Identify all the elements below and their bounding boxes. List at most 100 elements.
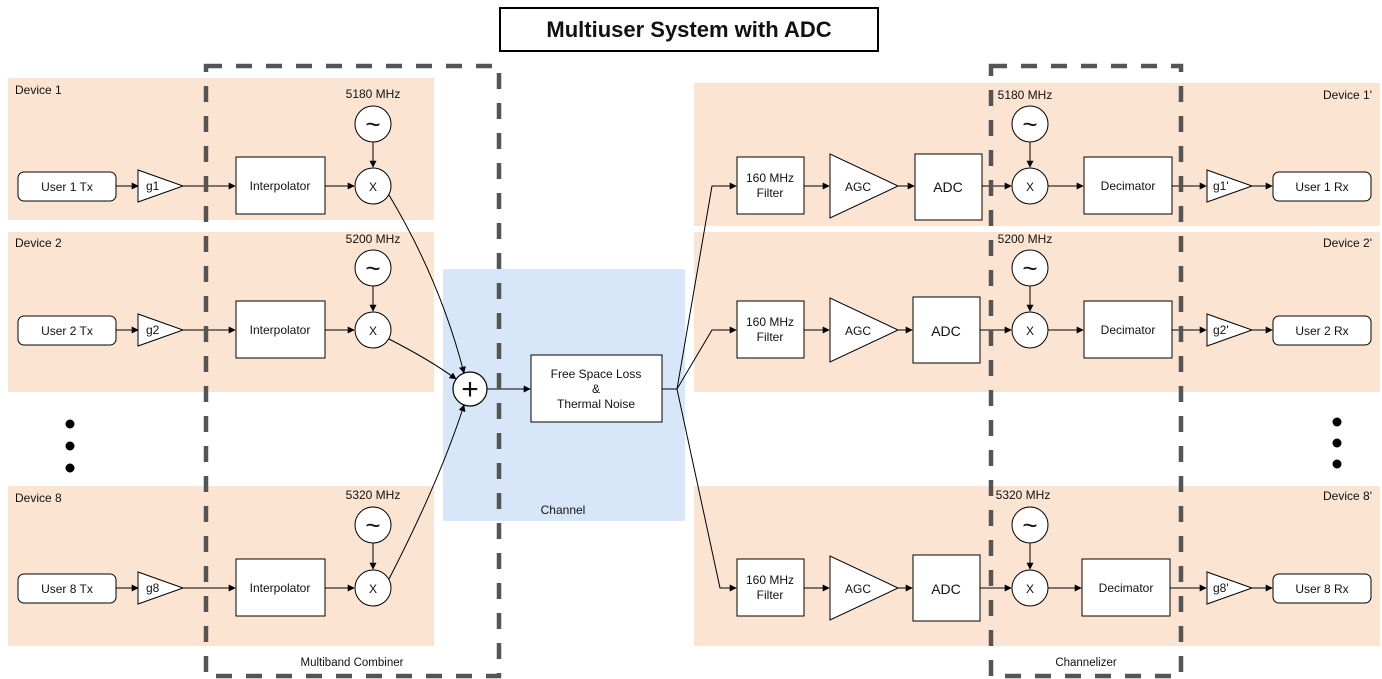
filter-label-line1: 160 MHz	[746, 171, 794, 185]
interpolator-block	[235, 156, 326, 215]
channel-block-line3: Thermal Noise	[557, 397, 635, 411]
oscillator-icon: ~	[1022, 510, 1037, 540]
decimator-label: Decimator	[1101, 323, 1156, 337]
frequency-label: 5320 MHz	[996, 488, 1051, 502]
adc-label: ADC	[931, 581, 961, 597]
rx-ellipsis	[1332, 417, 1342, 469]
gain-block	[137, 571, 185, 605]
interpolator-label: Interpolator	[250, 581, 311, 595]
agc-block	[829, 297, 900, 363]
rx-device-label: Device 1'	[1323, 88, 1372, 102]
channel-label: Channel	[541, 503, 586, 517]
channelizer-box	[988, 63, 1184, 679]
agc-block	[829, 153, 900, 219]
user-rx-block	[1272, 573, 1372, 604]
rx-device-label: Device 2'	[1323, 236, 1372, 250]
decimator-label: Decimator	[1101, 179, 1156, 193]
interpolator-label: Interpolator	[250, 323, 311, 337]
frequency-label: 5180 MHz	[998, 88, 1053, 102]
interpolator-label: Interpolator	[250, 179, 311, 193]
agc-label: AGC	[845, 582, 871, 596]
multiband-combiner-box	[203, 63, 502, 679]
agc-label: AGC	[845, 180, 871, 194]
gain-block	[137, 313, 185, 347]
gain-block	[137, 169, 185, 203]
frequency-label: 5200 MHz	[346, 232, 401, 246]
tx-device-label: Device 2	[15, 236, 62, 250]
filter-block	[736, 156, 805, 215]
gain-label: g1'	[1213, 179, 1229, 193]
tx-chain-8: User 8 Tx g8 Interpolator X 5320 MHz ~	[17, 488, 401, 617]
gain-label: g2'	[1213, 323, 1229, 337]
rx-chain-2: 160 MHz Filter AGC ADC X 5200 MHz ~ Deci…	[736, 232, 1372, 364]
user-rx-block	[1272, 171, 1372, 202]
decimator-block	[1083, 300, 1173, 359]
user-tx-label: User 2 Tx	[41, 324, 93, 338]
user-rx-label: User 1 Rx	[1295, 180, 1348, 194]
oscillator-icon: ~	[365, 253, 380, 283]
filter-label-line1: 160 MHz	[746, 573, 794, 587]
mixer-label: X	[369, 582, 377, 596]
channelizer-label: Channelizer	[1055, 657, 1117, 669]
mixer-label: X	[369, 180, 377, 194]
user-rx-label: User 8 Rx	[1295, 582, 1348, 596]
filter-label-line2: Filter	[757, 588, 784, 602]
user-rx-label: User 2 Rx	[1295, 324, 1348, 338]
rx-device-backgrounds	[694, 83, 1380, 646]
oscillator-icon: ~	[365, 510, 380, 540]
gain-label: g1	[146, 179, 160, 193]
agc-label: AGC	[845, 324, 871, 338]
interpolator-block	[235, 300, 326, 359]
mixer-block	[354, 311, 392, 349]
adc-block	[912, 554, 981, 622]
summer-icon: +	[461, 373, 479, 406]
filter-label-line2: Filter	[757, 330, 784, 344]
oscillator-icon: ~	[1022, 109, 1037, 139]
filter-label-line2: Filter	[757, 186, 784, 200]
gain-block	[1206, 313, 1254, 347]
adc-label: ADC	[931, 323, 961, 339]
adc-label: ADC	[933, 179, 963, 195]
frequency-label: 5320 MHz	[346, 488, 401, 502]
filter-block	[736, 300, 805, 359]
filter-block	[736, 558, 805, 617]
channel-block-line2: &	[592, 382, 600, 396]
tx-ellipsis	[65, 419, 75, 473]
channel-block-line1: Free Space Loss	[551, 367, 642, 381]
page-title: Multiuser System with ADC	[546, 17, 831, 42]
channel-block	[530, 354, 663, 423]
rx-chain-8: 160 MHz Filter AGC ADC X 5320 MHz ~ Deci…	[736, 488, 1372, 622]
decimator-block	[1083, 156, 1173, 215]
oscillator-icon: ~	[365, 109, 380, 139]
tx-device-label: Device 1	[15, 83, 62, 97]
decimator-block	[1081, 558, 1171, 617]
interpolator-block	[235, 558, 326, 617]
mixer-label: X	[1026, 324, 1034, 338]
agc-block	[829, 555, 900, 621]
mixer-label: X	[369, 324, 377, 338]
decimator-label: Decimator	[1099, 581, 1154, 595]
frequency-label: 5180 MHz	[346, 87, 401, 101]
user-rx-block	[1272, 315, 1372, 346]
mixer-block	[354, 167, 392, 205]
combiner-lines	[388, 194, 466, 580]
tx-device-label: Device 8	[15, 491, 62, 505]
tx-chain-2: User 2 Tx g2 Interpolator X 5200 MHz ~	[17, 232, 401, 359]
frequency-label: 5200 MHz	[998, 232, 1053, 246]
rx-chain-1: 160 MHz Filter AGC ADC X 5180 MHz ~ Deci…	[736, 88, 1372, 221]
gain-block	[1206, 169, 1254, 203]
gain-block	[1206, 571, 1254, 605]
tx-device-backgrounds	[8, 78, 434, 646]
multiband-combiner-label: Multiband Combiner	[301, 657, 404, 669]
gain-label: g8	[146, 581, 160, 595]
rx-device-label: Device 8'	[1323, 489, 1372, 503]
tx-chain-1: User 1 Tx g1 Interpolator X 5180 MHz ~	[17, 87, 401, 215]
user-tx-label: User 8 Tx	[41, 582, 93, 596]
mixer-block	[354, 569, 392, 607]
filter-label-line1: 160 MHz	[746, 315, 794, 329]
oscillator-icon: ~	[1022, 253, 1037, 283]
title-box: Multiuser System with ADC	[499, 7, 879, 52]
gain-label: g2	[146, 323, 160, 337]
splitter-lines	[662, 182, 737, 592]
